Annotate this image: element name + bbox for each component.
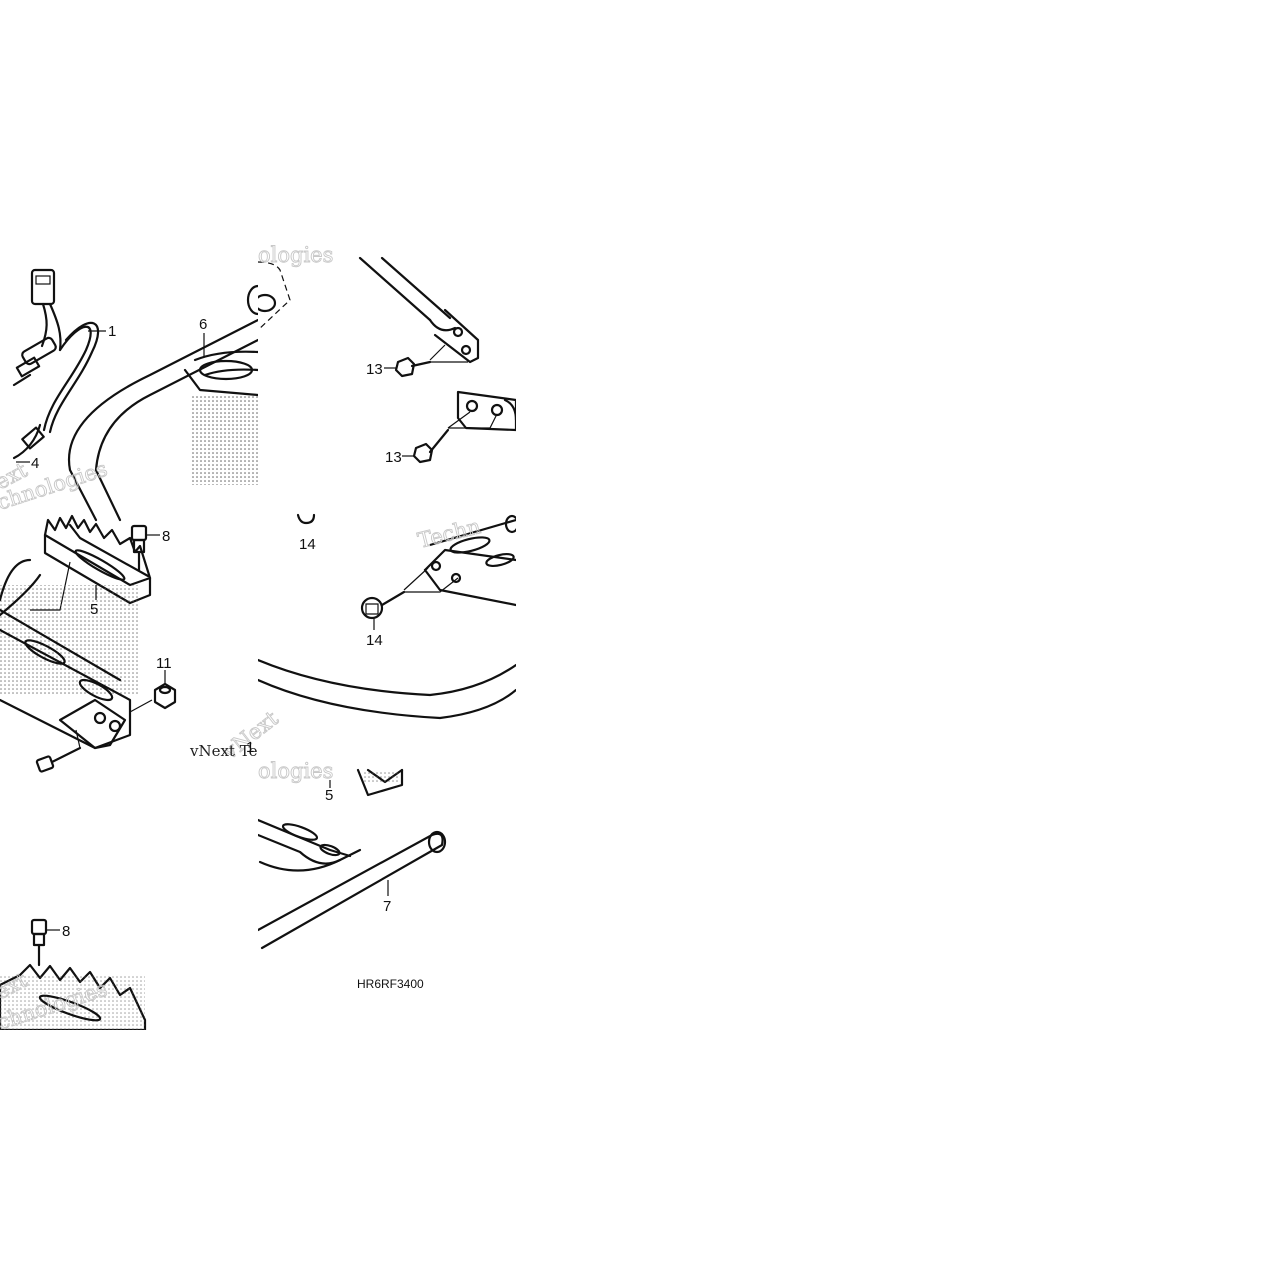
left-panel [0, 268, 258, 1030]
callout-11: 11 [156, 655, 172, 672]
diagram-code: HR6RF3400 [357, 977, 424, 991]
bolt-14-lower-illustration [360, 567, 459, 620]
nut-14-upper-illustration [296, 513, 316, 525]
callout-13-lower: 13 [385, 449, 402, 466]
bolt-13-lower-illustration [412, 411, 498, 464]
bolt-lower-left-illustration [35, 729, 82, 773]
frame-tube-illustration [67, 284, 258, 522]
footpeg-lower-illustration [0, 963, 147, 1030]
callout-6: 6 [199, 316, 207, 333]
callout-layer: 1 4 6 8 5 11 8 13 13 14 14 5 7 1 [31, 316, 402, 940]
frame-bracket-illustration [0, 558, 132, 750]
watermark-text-7: ologies [258, 243, 333, 267]
nut-11-illustration [153, 682, 177, 710]
right-panel [258, 256, 516, 950]
callout-13-upper: 13 [366, 361, 383, 378]
callout-4: 4 [31, 455, 39, 472]
callout-14-lower: 14 [366, 632, 383, 649]
callout-14-upper: 14 [299, 536, 316, 553]
callout-7: 7 [383, 898, 391, 915]
lower-tube-illustration [258, 658, 516, 720]
bottom-frame-tube-illustration [258, 818, 447, 950]
right-frame-bracket-illustration [423, 514, 516, 607]
wire-harness-illustration [12, 268, 100, 460]
plate-bracket-illustration [456, 390, 516, 432]
bolt-13-upper-illustration [394, 344, 468, 378]
watermark-text-8: ologies [258, 759, 333, 783]
watermark-text-9: vNext Te [189, 742, 258, 760]
callout-1: 1 [108, 323, 116, 340]
footpeg-bracket-illustration [356, 768, 404, 797]
callout-1-partial: 1 [246, 739, 254, 756]
callout-8-lower: 8 [62, 923, 70, 940]
callout-5-right: 5 [325, 787, 333, 804]
bolt-8-lower-illustration [30, 918, 48, 967]
bolt-8-upper-illustration [130, 524, 148, 572]
upper-tube-illustration [258, 256, 480, 364]
footpeg-upper-illustration [0, 514, 152, 695]
watermark-text-3: Techn [415, 514, 483, 553]
callout-5-left: 5 [90, 601, 98, 618]
callout-8-upper: 8 [162, 528, 170, 545]
